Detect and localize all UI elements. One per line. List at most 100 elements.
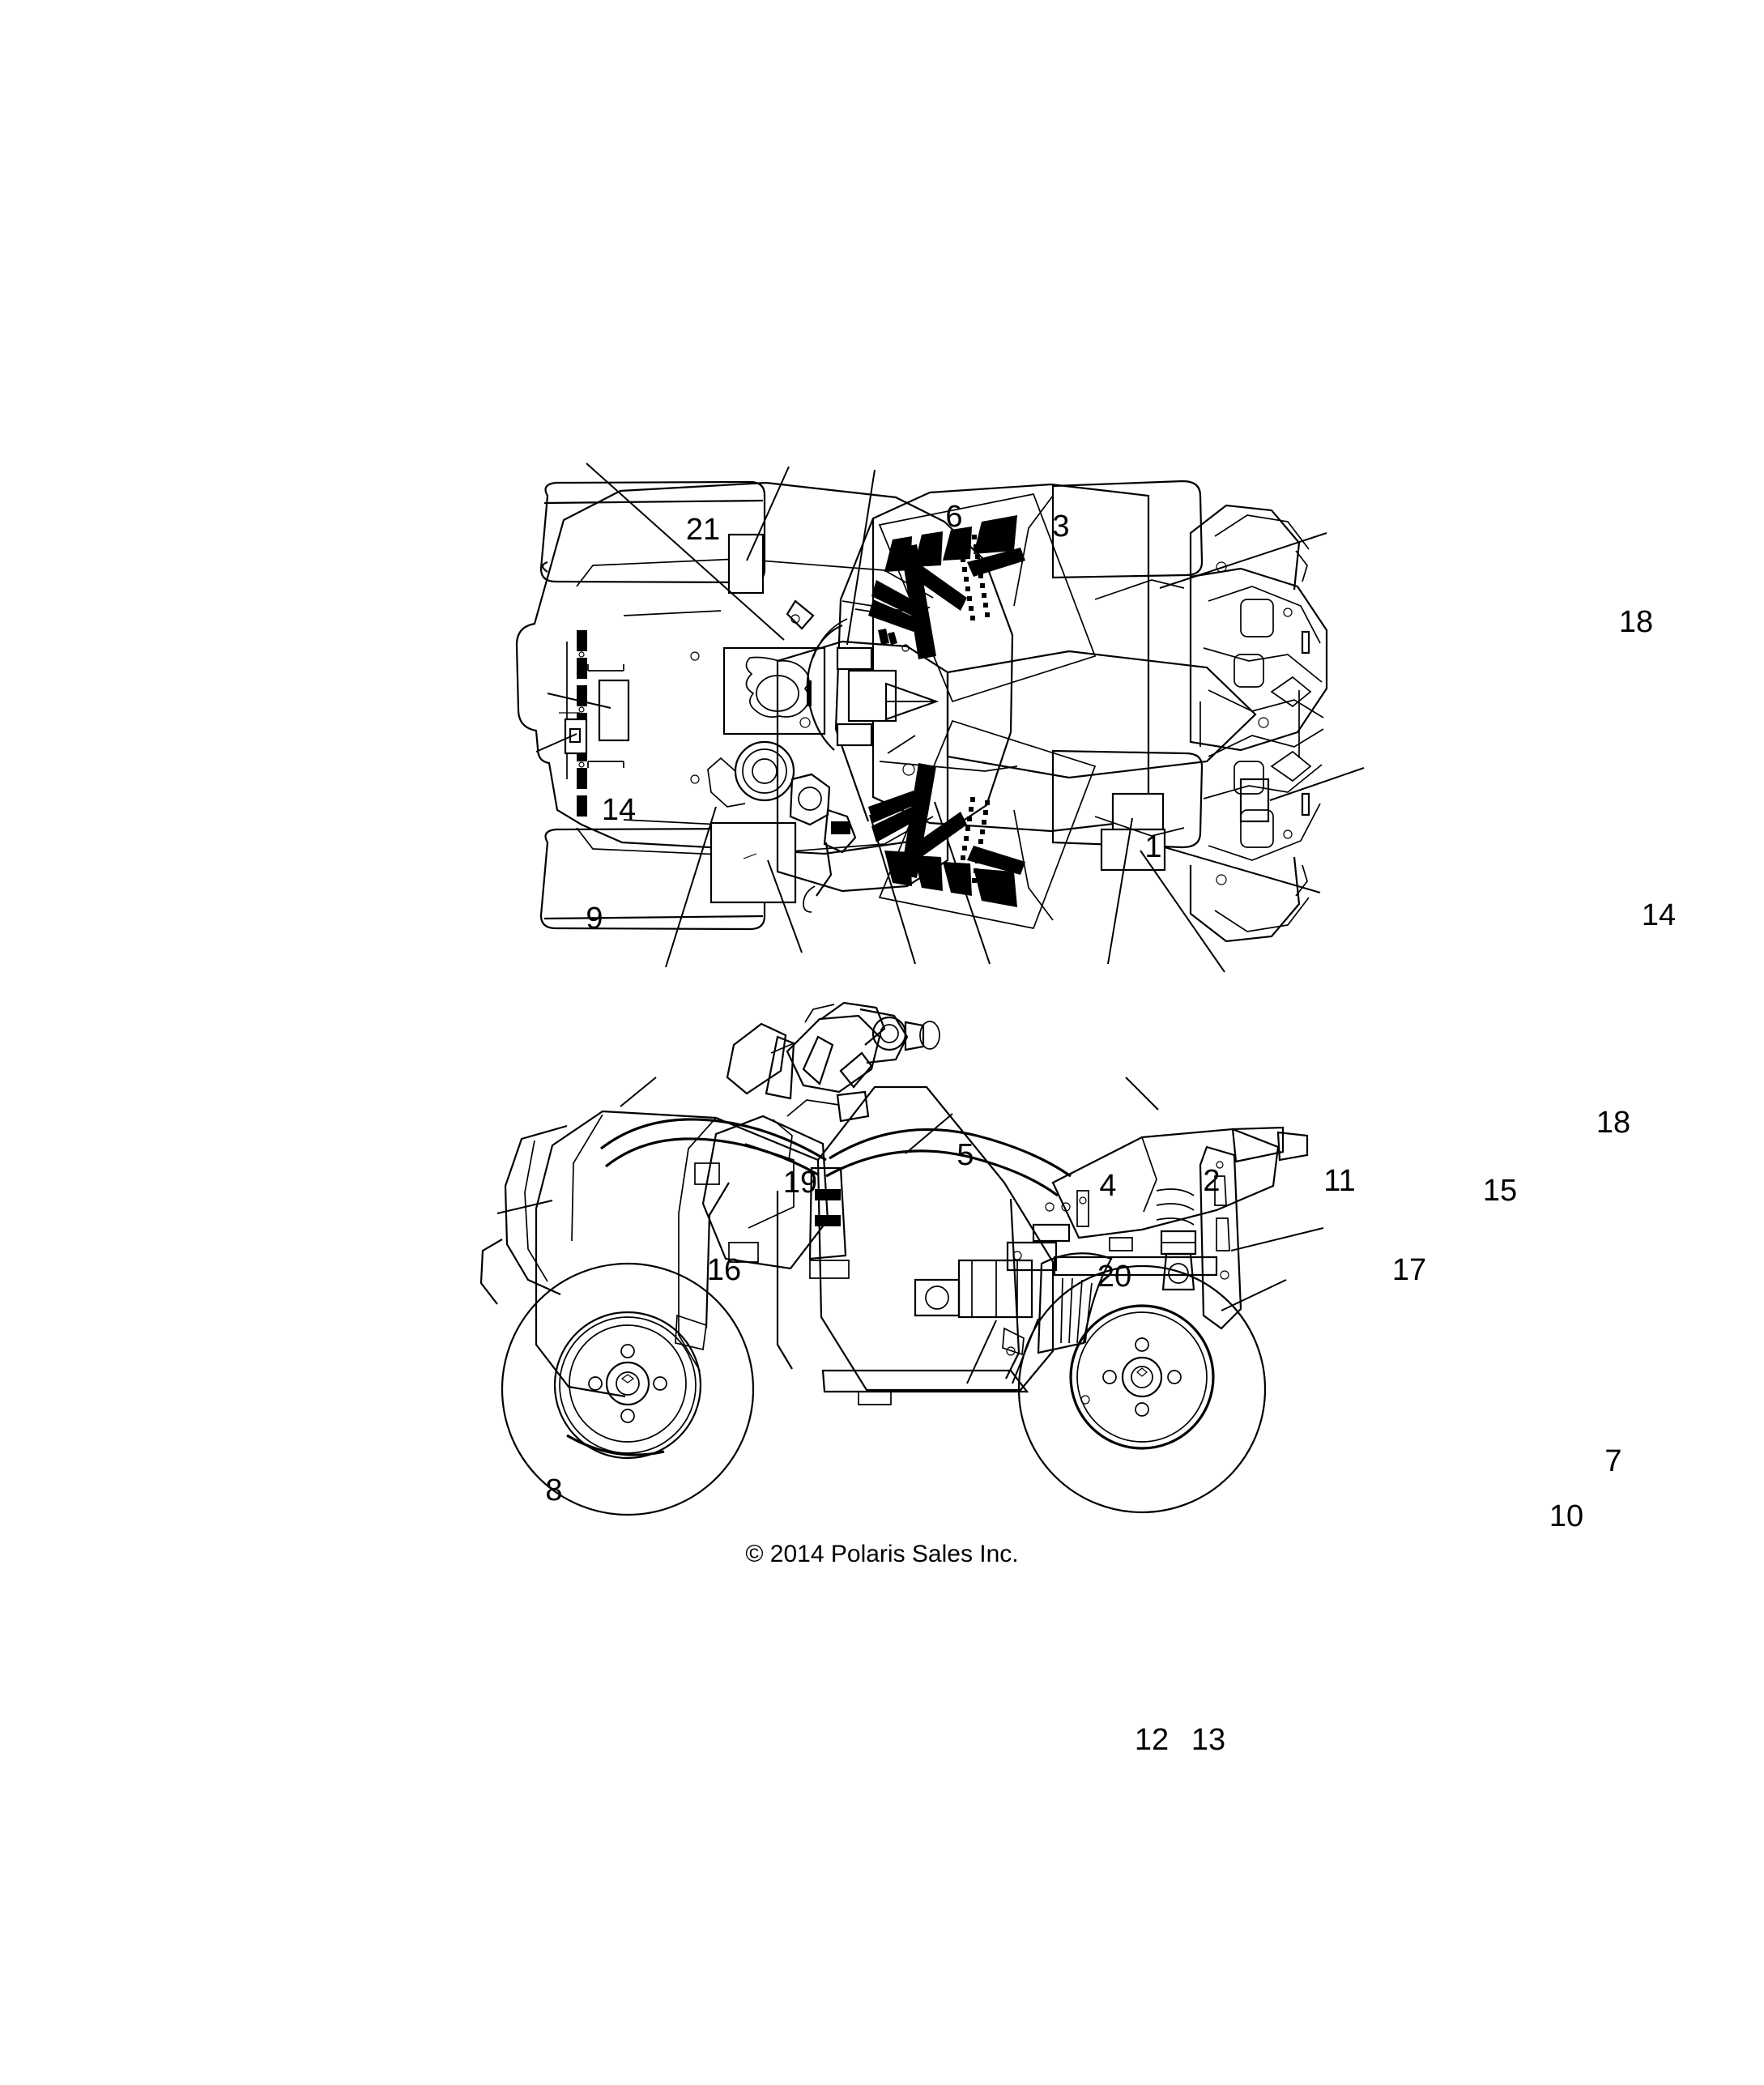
bracket-hole-b: [1061, 1202, 1071, 1212]
callout-20: 20: [1097, 1260, 1131, 1294]
rear-rim-shadow: [566, 1434, 665, 1456]
clutch-mid: [742, 748, 787, 794]
callout-14-left: 14: [602, 793, 636, 827]
side-view-drawing: [479, 1001, 1309, 1516]
rear-rim-inner: [559, 1316, 697, 1454]
callout-13: 13: [1191, 1723, 1225, 1757]
bracket-a: [1032, 1223, 1071, 1243]
steering-assembly: [726, 1001, 940, 1123]
decal-5: [709, 821, 797, 904]
detail-dot-a: [901, 644, 910, 652]
decal-11: [1111, 792, 1165, 831]
body-seam-d: [1094, 816, 1185, 837]
front-hub-star: [1136, 1367, 1148, 1377]
front-cowl-seam: [1141, 1136, 1157, 1213]
front-lug-right: [1167, 1370, 1182, 1384]
frame-tube-rear-lower: [605, 1137, 819, 1176]
cable-bolt: [790, 614, 800, 624]
detail-line-d: [887, 735, 916, 754]
rear-lug-right: [653, 1376, 667, 1391]
exhaust-band-2: [815, 1215, 841, 1226]
callout-7: 7: [1604, 1444, 1621, 1478]
brake-lever-tip: [803, 885, 816, 913]
front-rack-tab: [1276, 1131, 1309, 1162]
callout-14-right: 14: [1642, 898, 1676, 932]
callout-18-upper: 18: [1619, 605, 1653, 639]
airbox-rib: [807, 680, 812, 706]
left-body-panel: [535, 1110, 819, 1398]
detail-line-a: [842, 600, 931, 612]
callout-11: 11: [1323, 1164, 1355, 1198]
upper-link: [1076, 1190, 1089, 1227]
front-lug-left: [1102, 1370, 1117, 1384]
front-hub-cap: [1131, 1366, 1153, 1388]
rear-lug-bottom: [620, 1409, 635, 1423]
rack-tick-a: [587, 664, 624, 672]
exhaust-flange: [809, 1260, 850, 1279]
footwell: [821, 1369, 1029, 1393]
axle-rail: [1053, 1256, 1218, 1277]
master-cyl-dark: [831, 821, 850, 834]
decal-6: [727, 533, 765, 595]
detail-line-c: [879, 761, 1018, 772]
clutch-inner: [752, 758, 778, 784]
callout-17: 17: [1392, 1253, 1426, 1287]
callout-3: 3: [1052, 510, 1069, 544]
decal-9-plate: [564, 718, 588, 755]
callout-labels-top: 21 6 3 18 14 1 9 14 18 19 5 4 2 11 15: [586, 500, 1676, 1208]
callout-9: 9: [586, 902, 603, 936]
engine-block: [701, 1115, 829, 1270]
strut-slot-1: [1214, 1175, 1227, 1206]
fender-pad-front-right: [1051, 749, 1204, 849]
callout-4: 4: [1099, 1169, 1116, 1203]
airbox-inner: [745, 656, 810, 718]
fender-pad-line-3: [543, 915, 764, 920]
front-cowl: [1051, 1128, 1280, 1239]
rear-hub: [605, 1361, 650, 1406]
decal-5-mark: [743, 853, 757, 859]
rear-tire-outer: [501, 1262, 755, 1516]
front-strut-arm: [1199, 1145, 1242, 1330]
detail-line-b: [854, 608, 898, 616]
rear-rim-outer: [553, 1311, 702, 1460]
rack-tick-b: [587, 761, 624, 768]
rack-hole-1: [690, 651, 700, 661]
rack-hole-2: [690, 774, 700, 784]
decal-14-right: [1239, 778, 1270, 823]
rear-body-outline: [515, 481, 1014, 855]
decal-1-upper: [836, 646, 873, 671]
bracket-hole-c: [1006, 1346, 1016, 1356]
throttle-bore: [798, 787, 822, 811]
callout-15: 15: [1483, 1174, 1517, 1208]
rear-tail-tip: [479, 1239, 503, 1305]
decal-1-center: [847, 669, 897, 723]
hood-front-outline: [946, 650, 1257, 779]
cable-clip: [786, 599, 815, 630]
frame-tube-front-lower: [825, 1149, 1059, 1197]
callout-16: 16: [707, 1253, 741, 1287]
front-shock: [1156, 1188, 1197, 1291]
front-rim-outer: [1069, 1304, 1215, 1450]
decal-1-lower: [836, 723, 873, 747]
bracket-b: [728, 1242, 759, 1263]
frame-tube-rear-upper: [600, 1118, 827, 1162]
airbox-bore: [756, 675, 799, 712]
strut-hole-1: [1216, 1161, 1224, 1169]
rack-stripe-1: [623, 610, 722, 616]
front-rim-inner: [1076, 1311, 1208, 1443]
engine-sensor: [694, 1162, 720, 1185]
top-view-drawing: [515, 480, 1328, 943]
front-lug-top: [1135, 1337, 1149, 1352]
front-valve: [1080, 1395, 1090, 1405]
rear-hub-plate: [569, 1324, 687, 1443]
drive-bore: [925, 1286, 949, 1310]
fender-ribs: [1052, 1277, 1093, 1344]
drive-housing: [914, 1278, 961, 1317]
bracket-hole-a: [1045, 1202, 1055, 1212]
body-seam-b: [1013, 809, 1054, 921]
front-rack-pad: [1231, 1126, 1285, 1163]
exhaust-band-1: [815, 1189, 841, 1200]
